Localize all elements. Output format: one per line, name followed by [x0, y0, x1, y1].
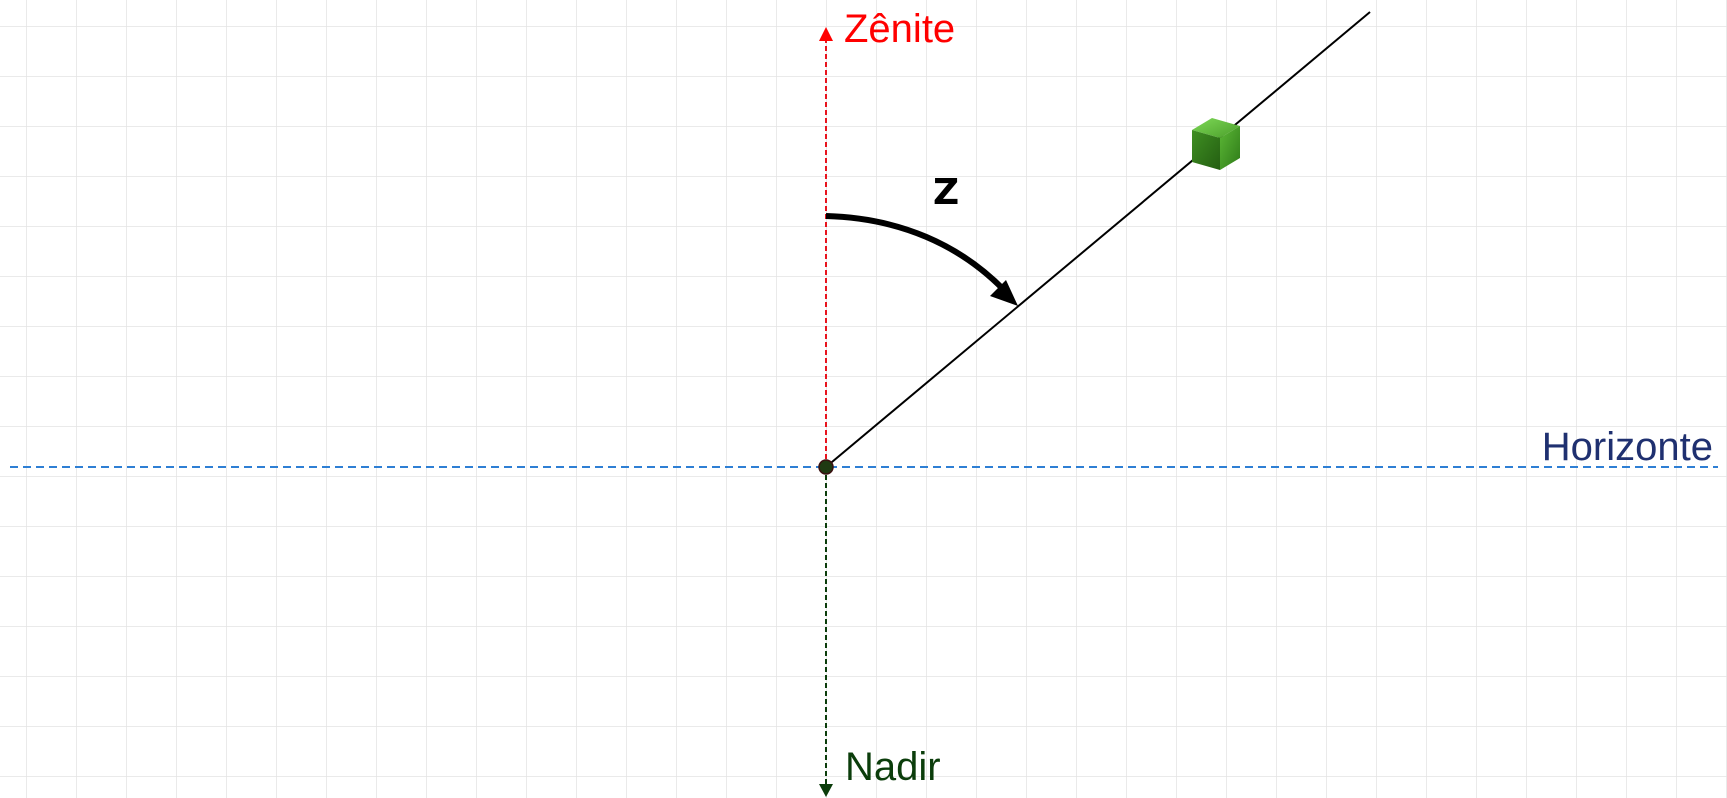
nadir-arrowhead-icon: [819, 784, 833, 797]
zenith-angle-label: Z: [933, 172, 959, 213]
green-cube-icon: [1192, 118, 1240, 170]
angle-arrowhead-icon: [990, 280, 1018, 306]
zenith-label: Zênite: [844, 7, 955, 51]
zenith-angle-arc: [825, 213, 1007, 293]
observer-point-icon: [818, 459, 834, 475]
nadir-label: Nadir: [845, 745, 941, 789]
horizon-label: Horizonte: [1542, 425, 1713, 469]
zenith-arrowhead-icon: [819, 27, 833, 41]
line-of-sight: [825, 11, 1371, 468]
